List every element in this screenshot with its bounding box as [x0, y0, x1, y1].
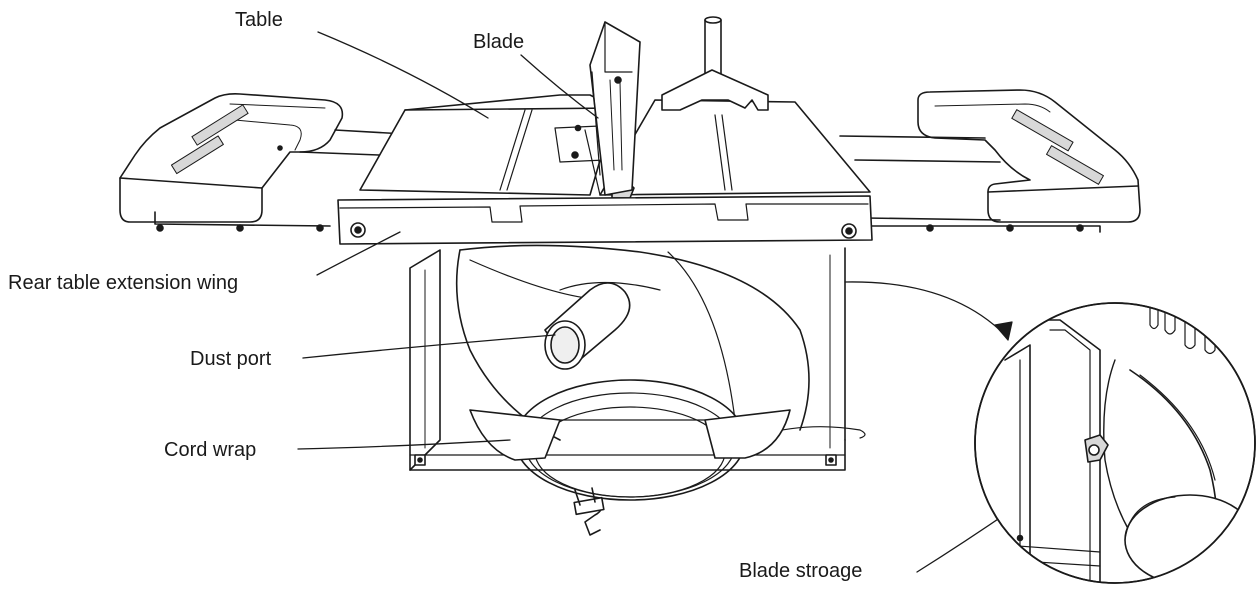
- front-rail: [337, 195, 873, 245]
- label-blade: Blade: [473, 31, 525, 53]
- right-extension-wing: [839, 89, 1141, 233]
- label-table: Table: [235, 9, 283, 31]
- leader-arrowhead: [994, 321, 1013, 341]
- label-dust-port: Dust port: [190, 348, 272, 370]
- label-blade-storage: Blade stroage: [739, 560, 863, 582]
- detail-magnifier: [974, 302, 1256, 584]
- label-cord-wrap: Cord wrap: [164, 439, 257, 461]
- leader-arrow: [844, 281, 1006, 336]
- leader-table: [317, 31, 489, 119]
- left-extension-wing: [119, 93, 406, 232]
- cord-wrap-shape: [469, 379, 866, 536]
- label-rear-table-extension-wing: Rear table extension wing: [8, 272, 239, 294]
- leader-blade: [520, 54, 599, 119]
- table-top: [359, 94, 871, 199]
- blade-guard: [589, 21, 641, 196]
- leader-dust-port: [302, 334, 556, 359]
- leader-cord-wrap: [297, 439, 511, 450]
- dust-port-shape: [544, 282, 631, 370]
- leader-rear-wing: [316, 231, 401, 276]
- motor-housing: [455, 244, 810, 441]
- miter-post: [661, 16, 769, 111]
